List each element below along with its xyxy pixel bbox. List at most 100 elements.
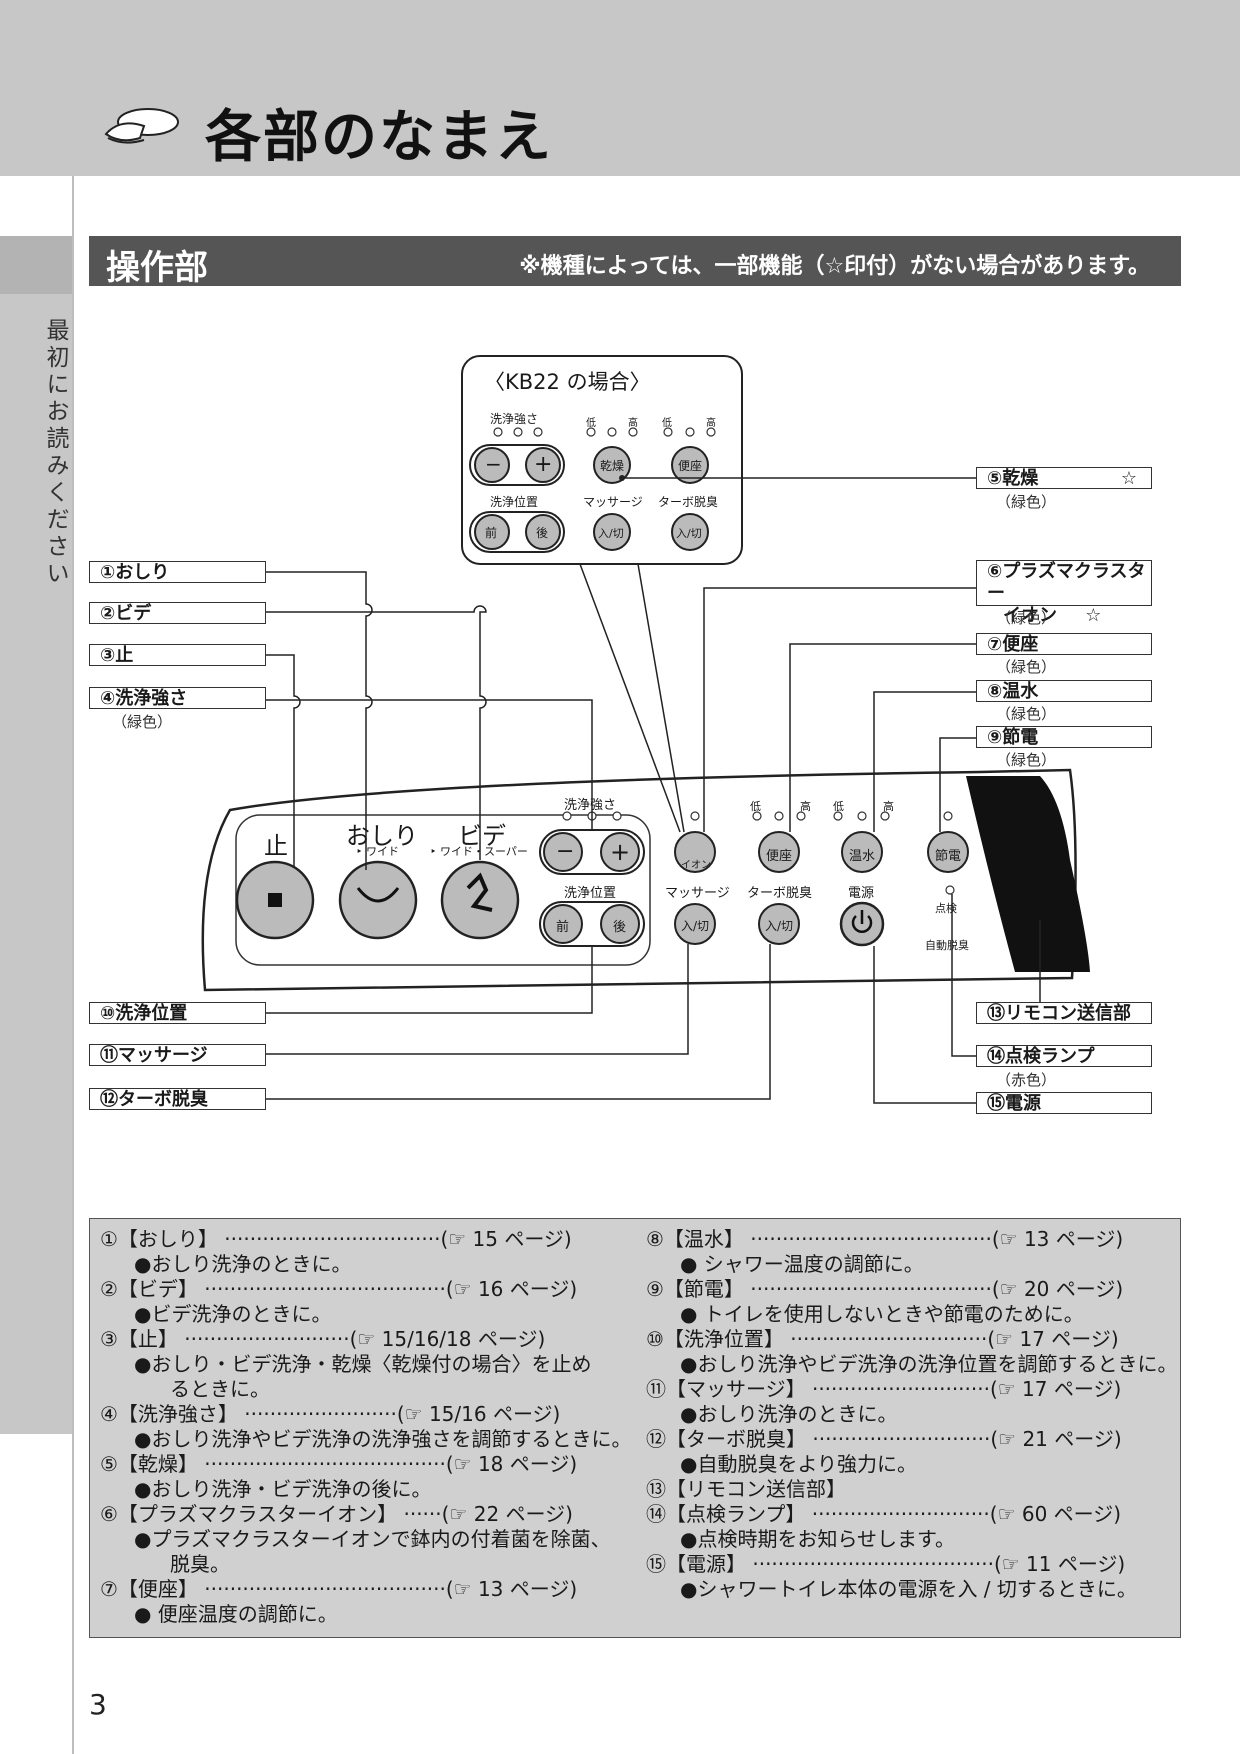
legend-item-10: ⑩【洗浄位置】 ·······························(… (646, 1327, 1119, 1351)
panel-position-label: 洗浄位置 (564, 886, 617, 901)
panel-oshiri-label: おしり (346, 822, 418, 850)
panel-minus-label: − (556, 839, 575, 864)
side-tab-label: 最初にお読みください (42, 318, 68, 588)
legend-item-8-desc: ● シャワー温度の調節に。 (680, 1252, 924, 1276)
inset-massage-button (593, 513, 631, 551)
label-massage: ⑪マッサージ (89, 1044, 266, 1066)
legend-item-11-desc: ●おしり洗浄のときに。 (680, 1402, 898, 1426)
label-ion-line2: イオン (1003, 605, 1057, 626)
panel-body (201, 768, 1077, 992)
label-dry-star: ☆ (1120, 468, 1137, 489)
label-strength-color: （緑色） (112, 713, 173, 731)
back-button (600, 904, 640, 944)
panel-water-high: 高 (883, 800, 894, 813)
panel-plus-label: + (610, 838, 631, 866)
plus-button (600, 832, 640, 872)
legend-item-5: ⑤【乾燥】 ··································… (100, 1452, 578, 1476)
inset-turbo-label: ターボ脱臭 (658, 495, 719, 509)
legend-item-4: ④【洗浄強さ】 ························(☞ 15/16… (100, 1402, 561, 1426)
legend-item-6-desc2: 脱臭。 (170, 1552, 230, 1576)
label-water: ⑧温水 (976, 680, 1152, 702)
inset-position-label: 洗浄位置 (490, 495, 539, 509)
panel-massage-label: マッサージ (665, 886, 730, 901)
legend-item-3-desc: ●おしり・ビデ洗浄・乾燥〈乾燥付の場合〉を止め (134, 1352, 592, 1376)
control-panel-diagram (201, 355, 1090, 1104)
inset-lamps (493, 427, 716, 437)
label-ion-line1: ⑥プラズマクラスター (987, 561, 1146, 604)
legend-item-8: ⑧【温水】 ··································… (646, 1227, 1124, 1251)
label-power: ⑮電源 (976, 1092, 1152, 1114)
panel-seat-low: 低 (750, 800, 761, 813)
panel-ion-label: イオン (681, 860, 711, 871)
legend-item-12-desc: ●自動脱臭をより強力に。 (680, 1452, 918, 1476)
label-eco-color: （緑色） (996, 751, 1057, 769)
label-transmitter: ⑬リモコン送信部 (976, 1002, 1152, 1024)
legend-item-5-desc: ●おしり洗浄・ビデ洗浄の後に。 (134, 1477, 432, 1501)
label-seat-color: （緑色） (996, 658, 1057, 676)
page-number: 3 (89, 1688, 107, 1721)
panel-eco-label: 節電 (935, 849, 962, 864)
legend-item-9: ⑨【節電】 ··································… (646, 1277, 1124, 1301)
massage-button (674, 903, 716, 945)
legend-item-4-desc: ●おしり洗浄やビデ洗浄の洗浄強さを調節するときに。 (134, 1427, 632, 1451)
inset-seat-low: 低 (662, 418, 672, 429)
label-bidet: ②ビデ (89, 602, 266, 624)
legend-item-10-desc: ●おしり洗浄やビデ洗浄の洗浄位置を調節するときに。 (680, 1352, 1178, 1376)
legend-right-column: ⑧【温水】 ··································… (646, 1227, 1177, 1602)
legend-item-7-desc: ● 便座温度の調節に。 (134, 1602, 338, 1626)
inset-back-label: 後 (536, 526, 549, 540)
legend-item-15: ⑮【電源】 ··································… (646, 1552, 1126, 1576)
inset-seat-button (671, 446, 709, 484)
inset-dry-low: 低 (586, 418, 596, 429)
legend-item-14: ⑭【点検ランプ】 ····························(☞ … (646, 1502, 1122, 1526)
side-tab (0, 236, 72, 1434)
legend-item-1-desc: ●おしり洗浄のときに。 (134, 1252, 352, 1276)
inset-seat-high: 高 (706, 418, 716, 429)
inset-dry-label: 乾燥 (600, 459, 625, 473)
panel-front-label: 前 (556, 920, 570, 935)
inset-front-label: 前 (485, 526, 498, 540)
inset-turbo-button (671, 513, 709, 551)
left-rule (72, 176, 74, 1754)
legend-item-6-desc: ●プラズマクラスターイオンで鉢内の付着菌を除菌、 (134, 1527, 611, 1551)
transmitter-window (966, 776, 1090, 972)
label-dry-text: ⑤乾燥 (987, 468, 1039, 489)
legend-left-column: ①【おしり】 ·································… (100, 1227, 631, 1627)
header-band (0, 0, 1240, 176)
label-check-lamp: ⑭点検ランプ (976, 1045, 1152, 1067)
inset-dry-high: 高 (628, 418, 638, 429)
label-ion-color: （緑色） (996, 609, 1057, 627)
label-ion-star: ☆ (1085, 605, 1102, 626)
legend-item-6: ⑥【プラズマクラスターイオン】 ······(☞ 22 ページ) (100, 1502, 573, 1526)
legend-item-13: ⑬【リモコン送信部】 (646, 1477, 846, 1501)
inset-massage-label: マッサージ (583, 495, 643, 509)
panel-oshiri-sub: ‣ ワイド (356, 845, 399, 858)
panel-check-label: 点検 (935, 902, 957, 915)
legend-item-7: ⑦【便座】 ··································… (100, 1577, 578, 1601)
panel-seat-label: 便座 (766, 849, 793, 864)
label-seat: ⑦便座 (976, 633, 1152, 655)
stop-area (235, 814, 651, 966)
label-ion: ⑥プラズマクラスター イオン ☆ (976, 560, 1152, 626)
label-dry: ⑤乾燥 ☆ (976, 467, 1152, 489)
panel-back-label: 後 (613, 920, 627, 935)
panel-seat-high: 高 (800, 800, 811, 813)
label-eco: ⑨節電 (976, 726, 1152, 748)
panel-lamps (562, 811, 955, 895)
water-button (841, 831, 883, 873)
leader-lines (266, 477, 1041, 1104)
legend-box: ①【おしり】 ·································… (89, 1218, 1181, 1638)
panel-bidet-label: ビデ (458, 822, 506, 850)
legend-item-3-desc2: るときに。 (170, 1377, 270, 1401)
legend-item-2: ②【ビデ】 ··································… (100, 1277, 578, 1301)
panel-bidet-sub: ‣ ワイド・スーパー (430, 845, 528, 858)
inset-dry-button (593, 446, 631, 484)
inset-plus-label: + (534, 452, 553, 477)
label-stop: ③止 (89, 644, 266, 666)
section-title: 操作部 (106, 248, 208, 288)
inset-front-button (474, 514, 510, 550)
inset-turbo-onoff: 入/切 (676, 527, 702, 540)
inset-seat-label: 便座 (678, 459, 703, 473)
ion-button (674, 831, 716, 873)
label-check-lamp-color: （赤色） (996, 1071, 1057, 1089)
